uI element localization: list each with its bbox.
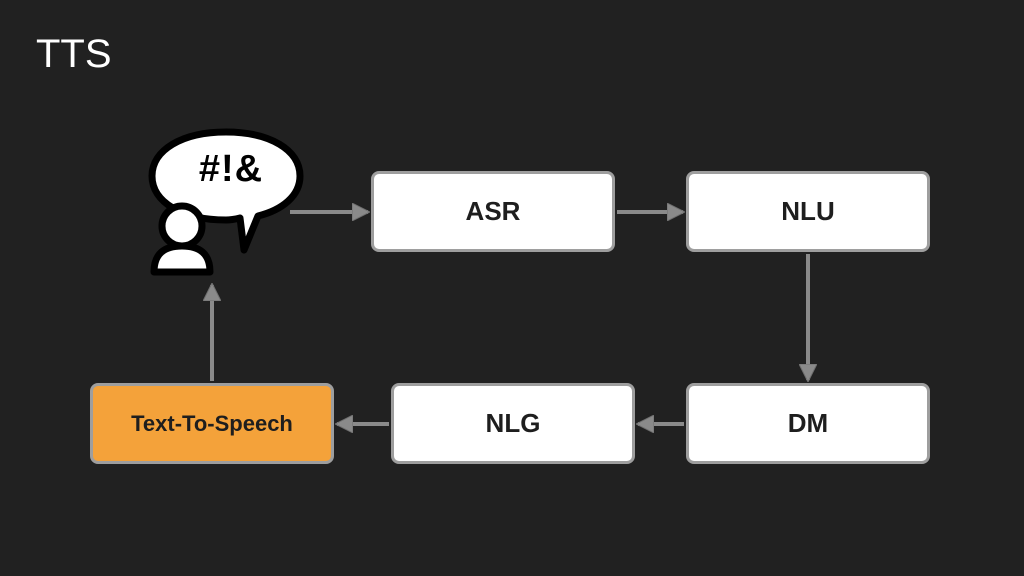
speech-bubble-text: #!& xyxy=(198,148,264,190)
node-text-to-speech: Text-To-Speech xyxy=(90,383,334,464)
slide-title: TTS xyxy=(36,32,112,76)
node-nlg: NLG xyxy=(391,383,635,464)
node-nlu: NLU xyxy=(686,171,930,252)
node-asr: ASR xyxy=(371,171,615,252)
node-dm: DM xyxy=(686,383,930,464)
speaking-person-icon xyxy=(148,128,304,276)
